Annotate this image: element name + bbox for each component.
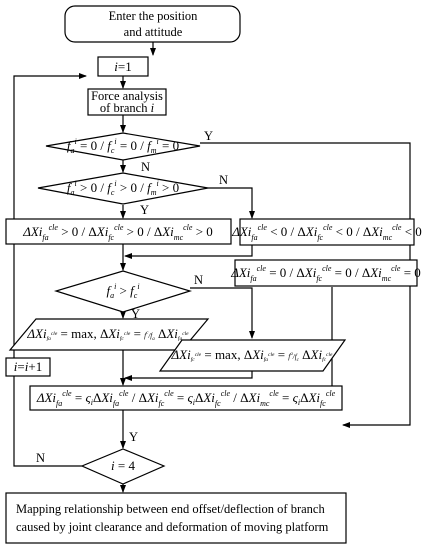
end-node: Mapping relationship between end offset/… <box>5 492 347 544</box>
cond2-text: fai > 0 / fci > 0 / fmi > 0 <box>67 179 179 197</box>
arrow-cond2-no <box>208 187 255 219</box>
start-line-1: Enter the position <box>109 9 199 23</box>
label-cond3-yes: Y <box>131 307 140 321</box>
force-line-2: of branch i <box>100 101 155 115</box>
arrow-neg-merge <box>124 245 253 259</box>
init-label: i=1 <box>114 59 131 74</box>
negative-clearance-node: ΔXifacle < 0 / ΔXifccle < 0 / ΔXimccle <… <box>231 218 422 246</box>
start-line-2: and attitude <box>124 25 183 39</box>
cond4-text: i = 4 <box>111 458 135 473</box>
start-node: Enter the position and attitude <box>64 5 241 43</box>
decision-zero-force: fai = 0 / fci = 0 / fmi = 0 <box>45 132 201 161</box>
label-cond4-no: N <box>36 451 45 465</box>
increment-label: i=i+1 <box>14 359 42 374</box>
arrow-cond3-no <box>190 287 255 339</box>
end-line-2: caused by joint clearance and deformatio… <box>16 520 329 534</box>
init-node: i=1 <box>97 56 149 77</box>
force-line-1: Force analysis <box>91 89 163 103</box>
branch-labels: Y N N Y N Y Y N <box>36 129 228 465</box>
scaling-node: ΔXifacle = ςiΔXifacle / ΔXifccle = ςiΔXi… <box>29 385 343 411</box>
arrow-right-merge <box>124 371 253 381</box>
cond1-text: fai = 0 / fci = 0 / fmi = 0 <box>67 137 179 155</box>
decision-compare-force: fai > fci <box>53 270 193 313</box>
arrow-loop-back <box>13 73 87 467</box>
label-cond2-yes: Y <box>140 203 149 217</box>
decision-branch-count: i = 4 <box>80 448 166 485</box>
lateral-max-node: ΔXifccle = max, ΔXifacle = fa/fc ΔXifccl… <box>158 339 347 372</box>
label-cond3-no: N <box>194 273 203 287</box>
force-analysis-node: Force analysis of branch i <box>87 88 167 116</box>
increment-node: i=i+1 <box>5 357 51 377</box>
label-cond2-no: N <box>219 173 228 187</box>
positive-clearance-node: ΔXifacle > 0 / ΔXifccle > 0 / ΔXimccle >… <box>5 218 232 245</box>
zero-clearance-node: ΔXifacle = 0 / ΔXifccle = 0 / ΔXimccle =… <box>230 259 421 287</box>
end-line-1: Mapping relationship between end offset/… <box>16 502 325 516</box>
label-cond4-yes: Y <box>129 430 138 444</box>
decision-positive-force: fai > 0 / fci > 0 / fmi > 0 <box>37 172 209 205</box>
axial-max-node: ΔXifacle = max, ΔXifccle = fc/fa ΔXifacl… <box>8 318 210 351</box>
label-cond1-yes: Y <box>204 129 213 143</box>
label-cond1-no: N <box>141 160 150 174</box>
